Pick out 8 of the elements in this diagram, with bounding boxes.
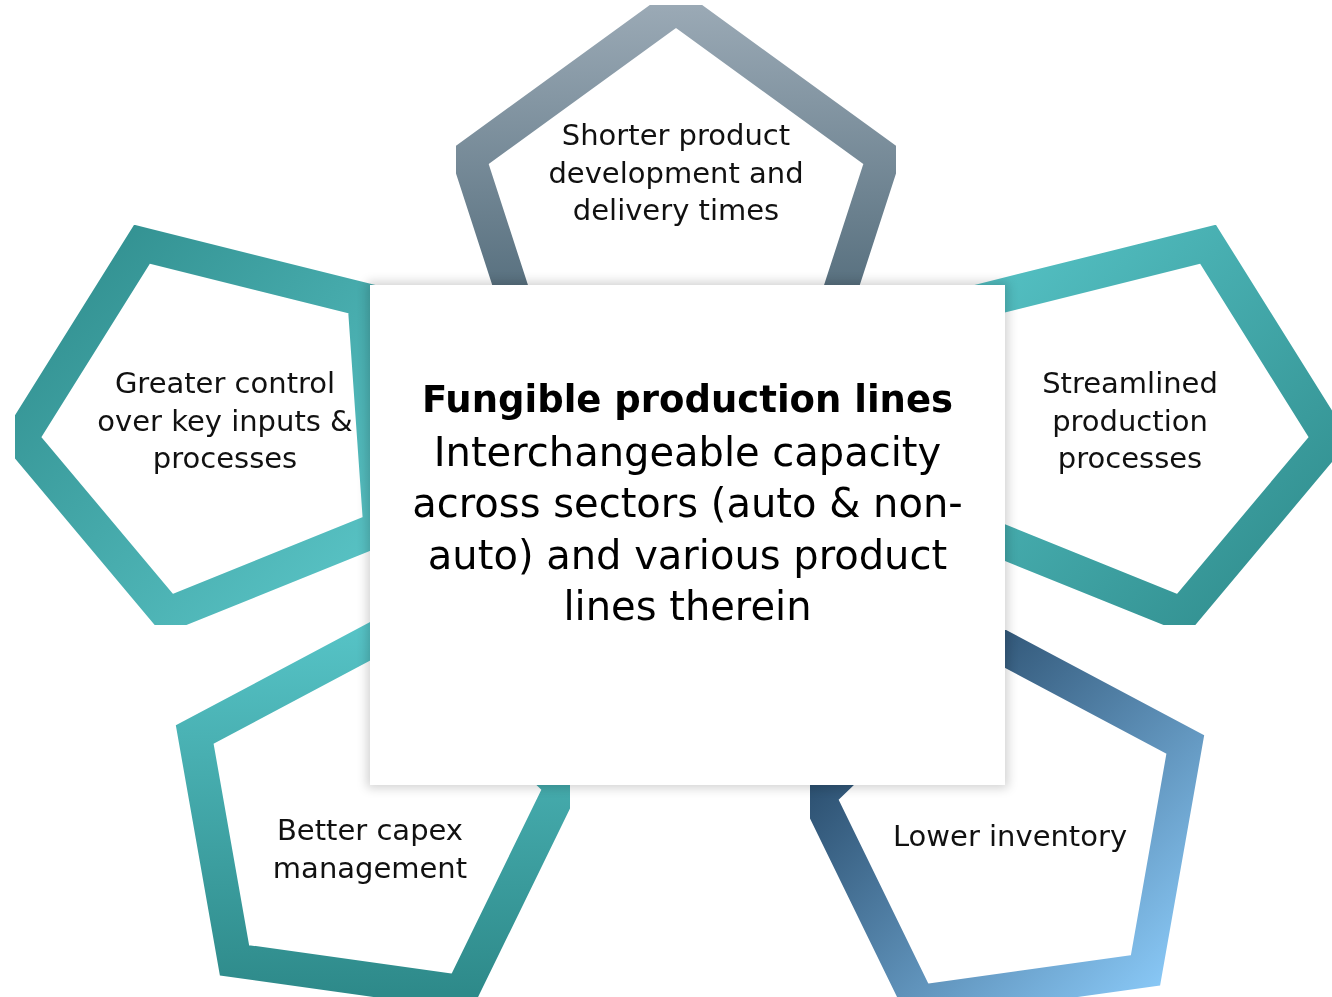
card-body: Interchangeable capacity across sectors (auto & non-auto) and various product lines therein [411, 428, 964, 631]
card-heading: Fungible production lines [421, 378, 954, 422]
center-card [370, 285, 1005, 785]
pentagon-label: Lower inventory [891, 818, 1129, 855]
pentagon-label: Better capex management [271, 812, 469, 887]
pentagon-label: Greater control over key inputs & processes [96, 365, 354, 478]
pentagon-label: Shorter product development and delivery times [547, 117, 805, 230]
pentagon-label: Streamlined production processes [1041, 365, 1219, 478]
